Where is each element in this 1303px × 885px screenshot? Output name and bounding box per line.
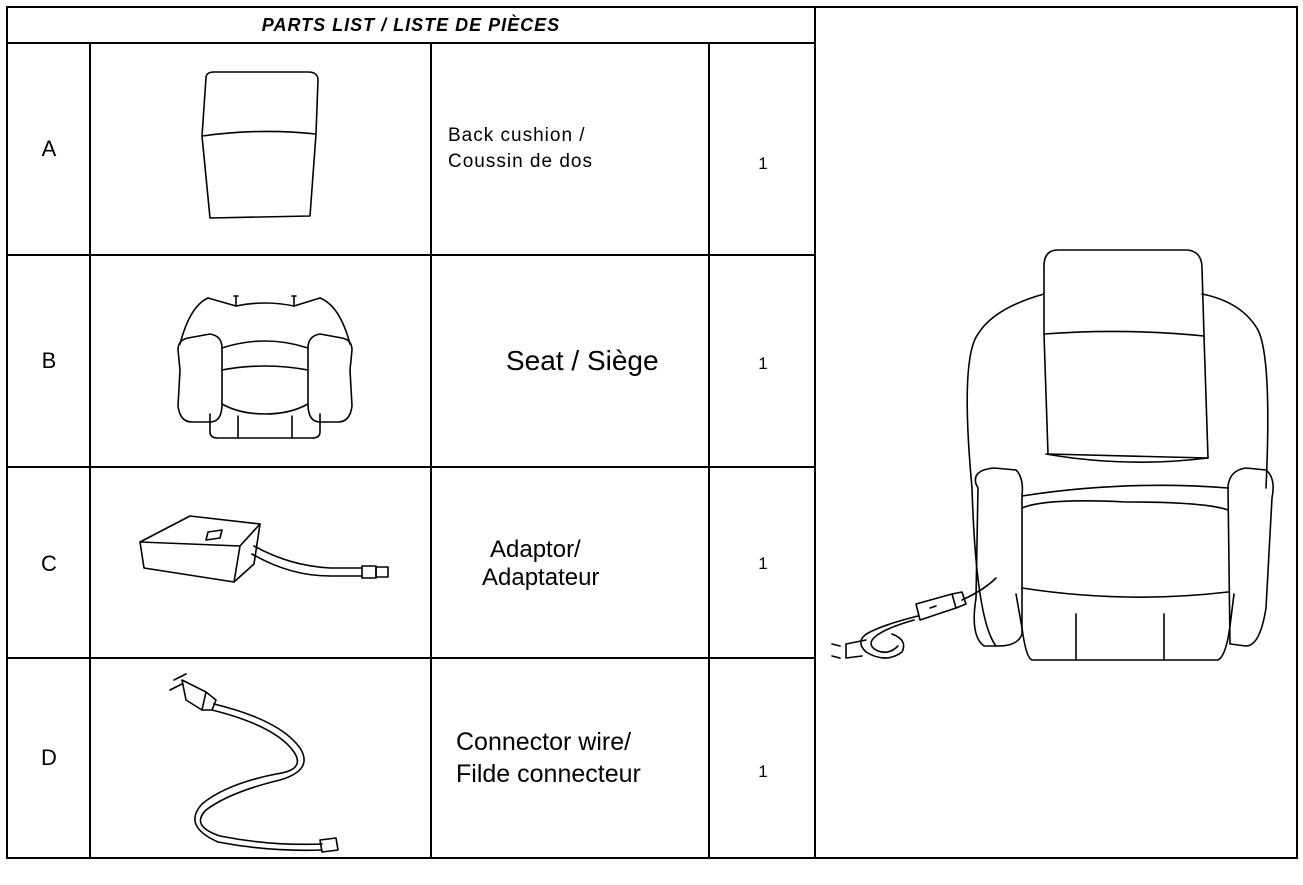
part-letter-b: B xyxy=(41,348,57,373)
part-description-b: Seat / Siège xyxy=(432,256,784,466)
assembled-recliner-chair-icon xyxy=(831,249,1274,661)
part-a-desc-line1: Back cushion / xyxy=(448,125,586,146)
part-qty-c: 1 xyxy=(758,553,768,573)
part-b-desc-line1: Seat / Siège xyxy=(506,345,659,376)
part-description-d: Connector wire/ Filde connecteur xyxy=(432,659,734,857)
part-c-desc-line1: Adaptor/ xyxy=(490,535,581,563)
part-c-desc-line2: Adaptateur xyxy=(482,563,600,591)
part-a-desc-line2: Coussin de dos xyxy=(448,151,593,172)
part-d-desc-line1: Connector wire/ xyxy=(456,728,632,756)
part-qty-a: 1 xyxy=(758,154,768,173)
part-description-a: Back cushion / Coussin de dos xyxy=(432,44,726,254)
part-letter-a: A xyxy=(41,136,57,161)
adaptor-icon xyxy=(139,515,389,583)
part-qty-b: 1 xyxy=(758,354,768,373)
table-title: PARTS LIST / LISTE DE PIÈCES xyxy=(261,14,561,35)
back-cushion-icon xyxy=(201,71,319,219)
part-description-c: Adaptor/ Adaptateur xyxy=(432,468,760,659)
part-letter-c: C xyxy=(41,550,57,576)
part-letter-d: D xyxy=(41,745,57,770)
seat-icon xyxy=(177,295,353,439)
part-d-desc-line2: Filde connecteur xyxy=(456,760,641,788)
part-qty-d: 1 xyxy=(758,762,768,781)
connector-wire-icon xyxy=(169,673,339,853)
